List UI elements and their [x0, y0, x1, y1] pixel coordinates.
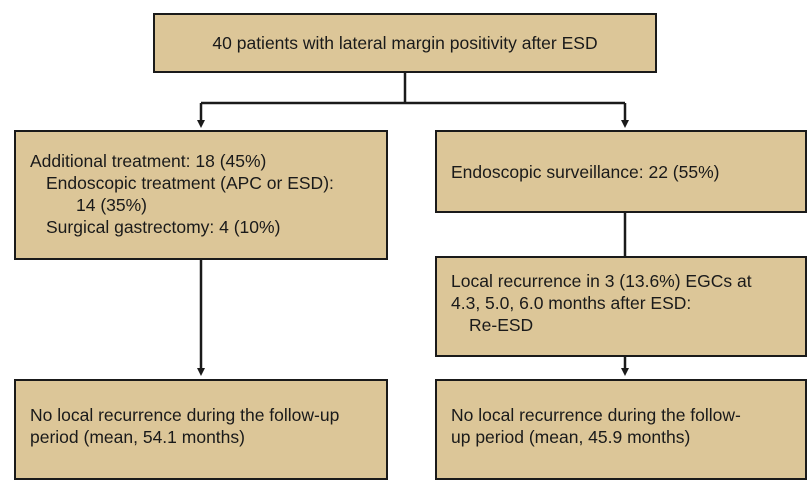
- outcome-right-line-1: No local recurrence during the follow-: [451, 405, 741, 425]
- box-outcome-left: No local recurrence during the follow-up…: [14, 379, 388, 480]
- box-initial-patients-text: 40 patients with lateral margin positivi…: [212, 33, 598, 53]
- outcome-left-line-2: period (mean, 54.1 months): [30, 427, 245, 447]
- additional-treatment-line-3: 14 (35%): [76, 195, 148, 215]
- recurrence-line-3: Re-ESD: [469, 315, 534, 335]
- box-endoscopic-surveillance: Endoscopic surveillance: 22 (55%): [435, 130, 807, 213]
- outcome-left-line-1: No local recurrence during the follow-up: [30, 405, 340, 425]
- recurrence-line-1: Local recurrence in 3 (13.6%) EGCs at: [451, 271, 752, 291]
- box-initial-patients: 40 patients with lateral margin positivi…: [153, 13, 657, 73]
- additional-treatment-line-1: Additional treatment: 18 (45%): [30, 151, 267, 171]
- surveillance-text: Endoscopic surveillance: 22 (55%): [451, 161, 720, 182]
- box-local-recurrence: Local recurrence in 3 (13.6%) EGCs at 4.…: [435, 256, 807, 357]
- outcome-right-line-2: up period (mean, 45.9 months): [451, 427, 691, 447]
- additional-treatment-line-4: Surgical gastrectomy: 4 (10%): [46, 217, 281, 237]
- recurrence-line-2: 4.3, 5.0, 6.0 months after ESD:: [451, 293, 692, 313]
- box-additional-treatment: Additional treatment: 18 (45%) Endoscopi…: [14, 130, 388, 260]
- additional-treatment-line-2: Endoscopic treatment (APC or ESD):: [46, 173, 334, 193]
- box-outcome-right: No local recurrence during the follow- u…: [435, 379, 807, 480]
